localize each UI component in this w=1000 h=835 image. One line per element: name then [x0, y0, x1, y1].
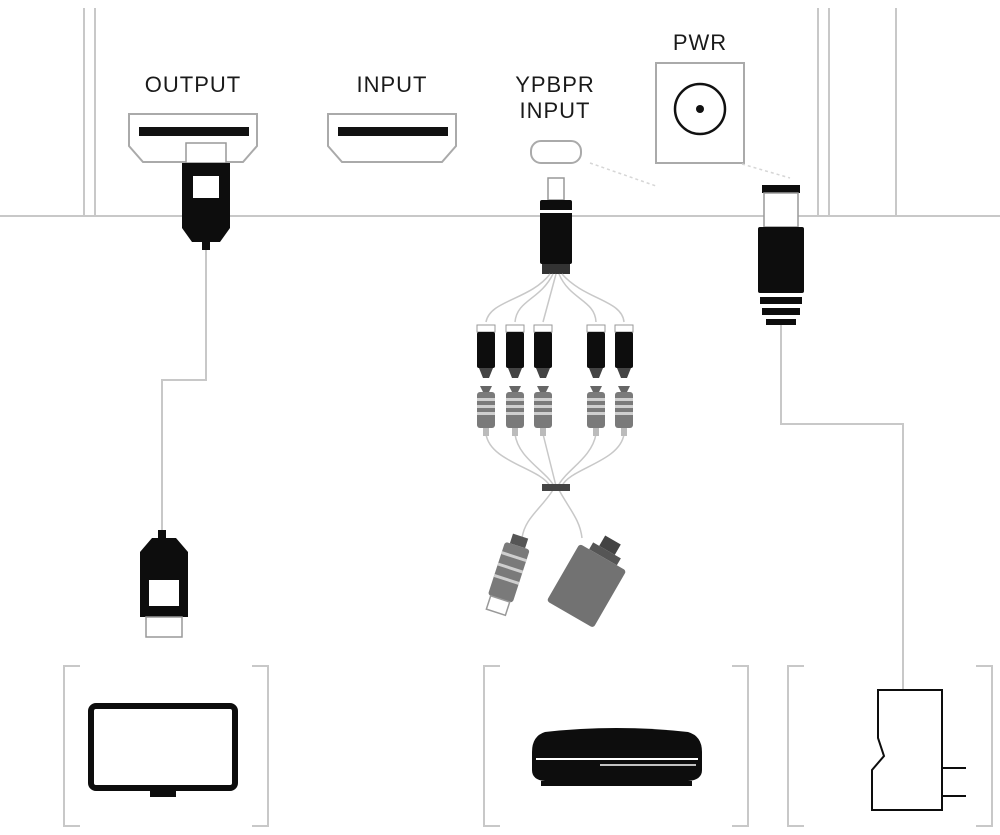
ypbpr-label-line1: YPBPR: [515, 72, 595, 97]
device-panel: [0, 8, 1000, 217]
hdmi-cable: [161, 250, 207, 536]
hdmi-port-icon: [327, 113, 457, 163]
hdmi-plug-icon: [182, 142, 230, 250]
game-console-icon: [532, 728, 702, 786]
component-av-cable-icon: [476, 177, 634, 627]
tv-icon: [88, 703, 238, 797]
ypbpr-port-icon: [530, 140, 582, 164]
device-brackets: [63, 665, 993, 827]
dc-power-jack-icon: [655, 62, 745, 164]
dc-barrel-plug-icon: [758, 185, 804, 325]
pwr-label: PWR: [672, 30, 728, 55]
ypbpr-label-line2: INPUT: [519, 98, 591, 123]
power-adapter-icon: [871, 689, 966, 811]
input-label: INPUT: [356, 72, 428, 97]
output-label: OUTPUT: [144, 72, 242, 97]
power-cable: [780, 325, 904, 690]
hdmi-plug-icon: [140, 530, 188, 638]
